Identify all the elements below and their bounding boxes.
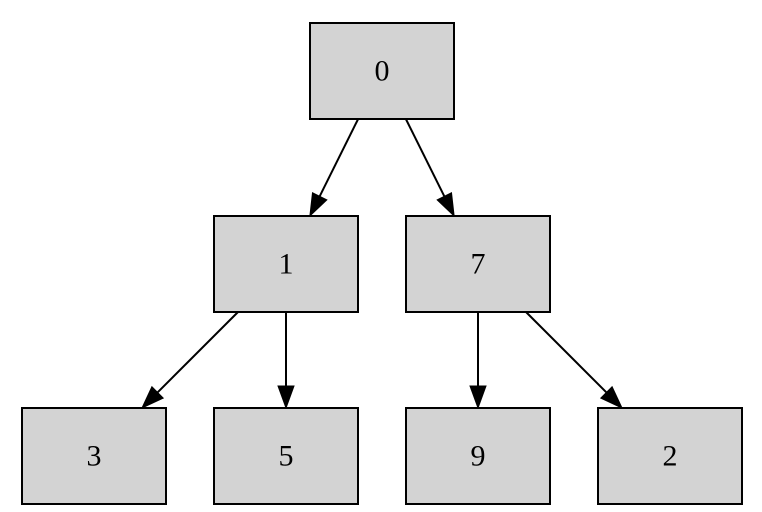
edge-line xyxy=(525,311,608,394)
node-2: 2 xyxy=(597,407,743,505)
edge-n7-n2 xyxy=(525,311,624,410)
node-box xyxy=(213,407,359,505)
arrowhead xyxy=(277,385,295,410)
edge-n0-n7 xyxy=(404,118,455,218)
edge-n1-n3 xyxy=(140,311,239,410)
edge-line xyxy=(404,118,446,197)
node-0: 0 xyxy=(309,22,455,120)
node-9: 9 xyxy=(405,407,551,505)
nodes-layer: 0 1 7 3 5 9 2 xyxy=(21,22,743,505)
node-label: 0 xyxy=(375,55,390,88)
node-label: 7 xyxy=(471,248,486,281)
edge-n1-n5 xyxy=(277,312,295,410)
edges-layer xyxy=(140,118,624,410)
arrowhead xyxy=(309,191,328,218)
arrowhead xyxy=(469,385,487,410)
edge-line xyxy=(318,118,360,197)
node-label: 9 xyxy=(471,440,486,473)
node-label: 5 xyxy=(279,440,294,473)
node-box xyxy=(21,407,167,505)
node-box xyxy=(405,215,551,313)
arrowhead xyxy=(140,385,165,410)
node-box xyxy=(405,407,551,505)
node-3: 3 xyxy=(21,407,167,505)
node-1: 1 xyxy=(213,215,359,313)
node-5: 5 xyxy=(213,407,359,505)
node-box xyxy=(309,22,455,120)
node-label: 2 xyxy=(663,440,678,473)
node-box xyxy=(213,215,359,313)
arrowhead xyxy=(599,385,624,410)
edge-n7-n9 xyxy=(469,312,487,410)
edge-n0-n1 xyxy=(309,118,360,218)
node-label: 1 xyxy=(279,248,294,281)
node-box xyxy=(597,407,743,505)
edge-line xyxy=(156,311,239,394)
node-7: 7 xyxy=(405,215,551,313)
arrowhead xyxy=(436,191,455,218)
node-label: 3 xyxy=(87,440,102,473)
